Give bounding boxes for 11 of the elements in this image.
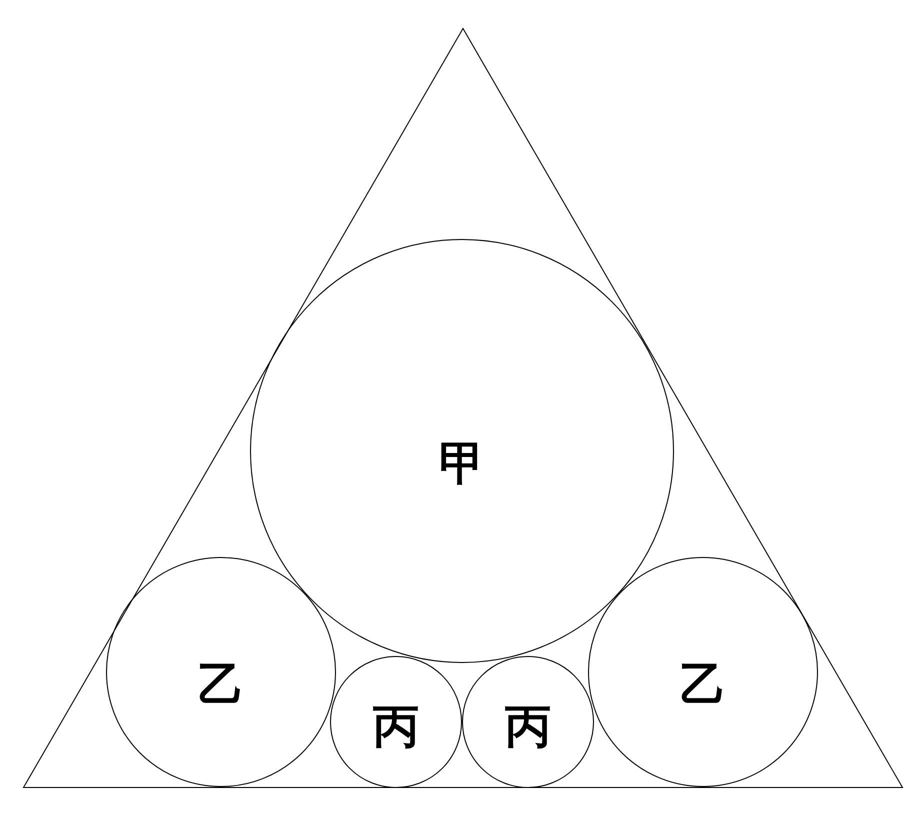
circle bbox=[462, 656, 594, 788]
circle bbox=[106, 557, 336, 787]
circle bbox=[250, 239, 674, 663]
circle bbox=[588, 557, 818, 787]
circle bbox=[330, 656, 462, 788]
triangle-shape bbox=[23, 28, 903, 788]
circle-label: 甲 bbox=[439, 440, 485, 486]
circle-label: 乙 bbox=[198, 661, 244, 707]
circle-label: 乙 bbox=[680, 661, 726, 707]
circle-label: 丙 bbox=[373, 703, 419, 749]
circle-label: 丙 bbox=[505, 703, 551, 749]
